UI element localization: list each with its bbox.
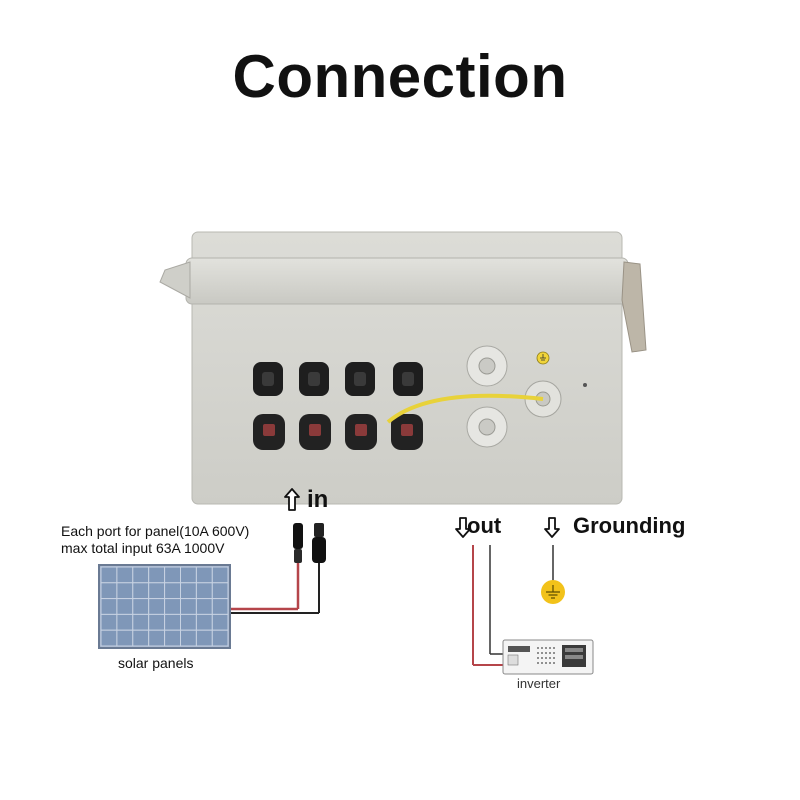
grounding-label: Grounding [573,513,686,538]
mc4-connector [253,414,285,450]
mc4-connector [393,362,423,396]
connector-row-top [253,362,423,396]
mc4-connector [299,362,329,396]
arrow-down-icon [544,517,560,538]
ground-symbol-icon [541,545,565,604]
input-label: in [307,486,329,513]
port-spec-text: Each port for panel(10A 600V) max total … [61,523,249,557]
right-latch [621,261,647,353]
mc4-connector [345,414,377,450]
solar-panel-icon [98,564,231,649]
inverter-icon [502,639,594,675]
port-spec-line-1: Each port for panel(10A 600V) [61,523,250,539]
box-lid [185,257,629,305]
connector-row-bottom [253,414,423,450]
cable-gland-bottom [466,406,508,448]
cable-gland-top [466,345,508,387]
solar-panels-label: solar panels [118,655,194,671]
vent-hole [583,383,587,387]
mc4-cable-pair [230,523,326,614]
ground-wire [386,393,544,424]
mc4-connector [253,362,283,396]
page-title: Connection [232,43,568,110]
port-spec-line-2: max total input 63A 1000V [61,540,225,556]
mc4-connector [299,414,331,450]
ground-label-icon [536,351,550,365]
arrow-up-icon [284,488,300,511]
mc4-connector [345,362,375,396]
output-label: out [467,513,502,538]
left-hinge [159,261,191,299]
mc4-connector [391,414,423,450]
arrow-down-icon [455,517,471,538]
inverter-label: inverter [517,676,561,691]
output-wires [472,545,505,666]
